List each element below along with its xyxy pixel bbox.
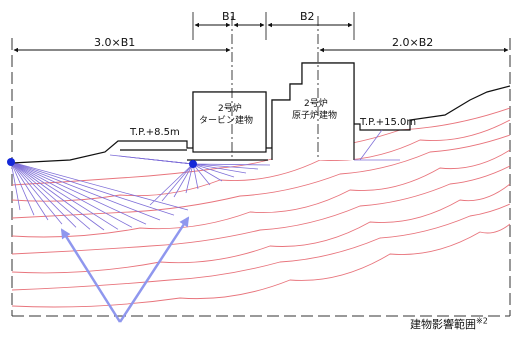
slip-surface-line <box>10 161 21 211</box>
turbine-building <box>192 91 267 153</box>
stratum-line <box>11 119 511 202</box>
slip-surface-line <box>192 163 247 174</box>
building-centerlines <box>231 16 319 160</box>
dim-label-b2: B2 <box>300 10 315 23</box>
slip-surface-line <box>10 161 91 230</box>
slip-surface-fan-left <box>10 161 189 231</box>
influence-range-caption: 建物影響範囲※2 <box>410 316 488 331</box>
slip-surface-line <box>10 161 175 216</box>
slip-surface-fan-right <box>109 154 271 206</box>
slip-surface-line <box>192 163 211 186</box>
slip-surface-line <box>10 161 77 228</box>
slip-surface-line <box>161 163 194 202</box>
dim-label-b1: B1 <box>222 10 237 23</box>
elevation-high-label: T.P.+15.0m <box>359 117 416 128</box>
stratum-line <box>11 203 511 291</box>
turbine-label-line1: 2号炉 <box>218 102 242 114</box>
stratum-line <box>11 165 511 255</box>
stratum-line <box>11 149 511 238</box>
slope-hatching <box>354 129 400 161</box>
slip-surface-line <box>192 163 223 182</box>
slip-surface-line <box>10 161 119 230</box>
slip-surface-line <box>10 161 161 221</box>
elevation-low-label: T.P.+8.5m <box>129 127 180 138</box>
slip-surface-line <box>173 163 194 198</box>
slip-surface-line <box>10 161 147 225</box>
analysis-boundary <box>11 38 511 317</box>
dim-label-2b2: 2.0×B2 <box>392 36 433 49</box>
slip-surface-line <box>149 163 194 206</box>
dimension-extension-lines <box>192 12 355 40</box>
slip-center-point-right <box>189 160 197 168</box>
slip-surface-line <box>10 161 189 211</box>
stratum-line <box>11 223 511 308</box>
dim-label-3b1: 3.0×B1 <box>94 36 135 49</box>
slip-surface-line <box>10 161 133 228</box>
stratum-line <box>11 107 511 186</box>
slip-surface-line <box>185 163 194 194</box>
pointer-arrows <box>60 216 190 323</box>
slip-surface-line <box>192 163 199 190</box>
geological-strata <box>11 107 511 308</box>
reactor-label-line1: 2号炉 <box>304 97 328 109</box>
dimension-arrows <box>13 22 509 53</box>
slip-surface-line <box>10 161 35 216</box>
stratum-line <box>11 183 511 274</box>
turbine-label-line2: タービン建物 <box>199 114 253 126</box>
slip-surface-line <box>10 161 105 231</box>
slip-surface-line <box>192 163 259 170</box>
slip-center-point-left <box>7 158 15 166</box>
slip-surface-line <box>10 161 49 221</box>
slip-surface-line <box>10 161 63 225</box>
reactor-label-line2: 原子炉建物 <box>292 109 337 121</box>
slip-surface-line <box>192 163 271 166</box>
slip-surface-line <box>192 163 235 178</box>
stratum-line <box>11 134 511 219</box>
reactor-building <box>271 62 355 160</box>
